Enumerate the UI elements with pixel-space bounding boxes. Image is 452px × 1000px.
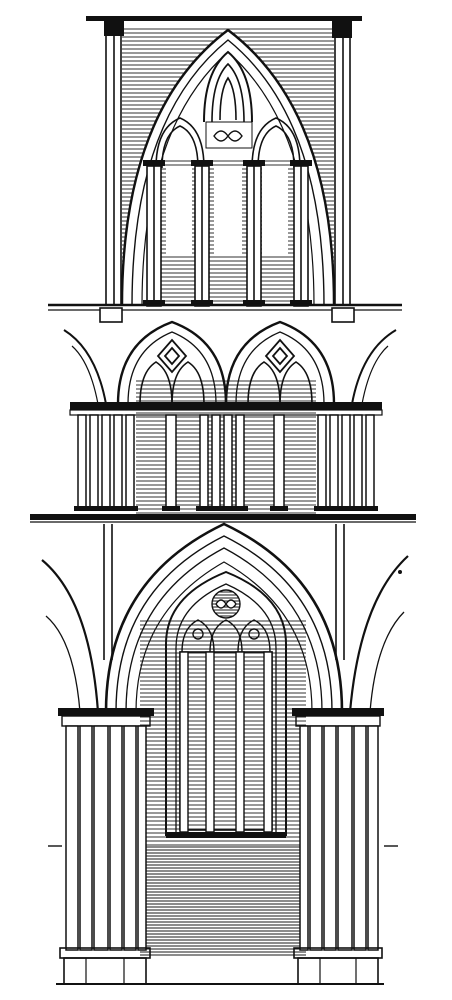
clerestory-shaft-right	[334, 38, 351, 306]
aisle-window-tracery	[181, 589, 271, 653]
roof-beam-cap-left	[104, 16, 124, 36]
aisle-window-mullions	[179, 651, 273, 833]
arcade-pier-right	[292, 708, 384, 985]
clerestory-window-light-center	[214, 168, 242, 256]
roof-beam-cap-right	[332, 16, 352, 38]
clerestory-window-light-right	[262, 168, 288, 256]
arcade-main-arch	[104, 522, 344, 713]
arcade-pier-left	[58, 708, 154, 985]
arcade-floor-hatching	[140, 846, 306, 956]
aisle-window-sill	[166, 832, 286, 838]
arcade-level	[41, 522, 409, 985]
clerestory-tracery-quatrefoil	[213, 130, 243, 142]
aisle-window	[165, 570, 287, 838]
clerestory-shaft-left	[105, 36, 122, 306]
triforium-string-course	[30, 514, 416, 523]
triforium-columns	[77, 414, 375, 511]
aisle-window-arch	[165, 570, 287, 836]
clerestory-tracery-band	[205, 121, 253, 149]
arcade-side-arches	[41, 555, 409, 713]
clerestory-lancets	[155, 50, 301, 169]
triforium-level	[63, 320, 397, 514]
triforium-main-arches	[63, 320, 397, 405]
clerestory-string-course	[48, 303, 402, 323]
triforium-sub-arches	[139, 361, 313, 405]
arcade-vault-shafts	[103, 524, 345, 660]
triforium-capital-band	[70, 402, 382, 410]
triforium-column-bases	[74, 506, 378, 511]
clerestory-capitals	[143, 160, 312, 306]
roof-beam	[86, 16, 362, 21]
triforium-trefoil-diamonds	[156, 338, 296, 374]
clerestory-window-light-left	[166, 168, 192, 256]
clerestory-level	[86, 16, 362, 307]
